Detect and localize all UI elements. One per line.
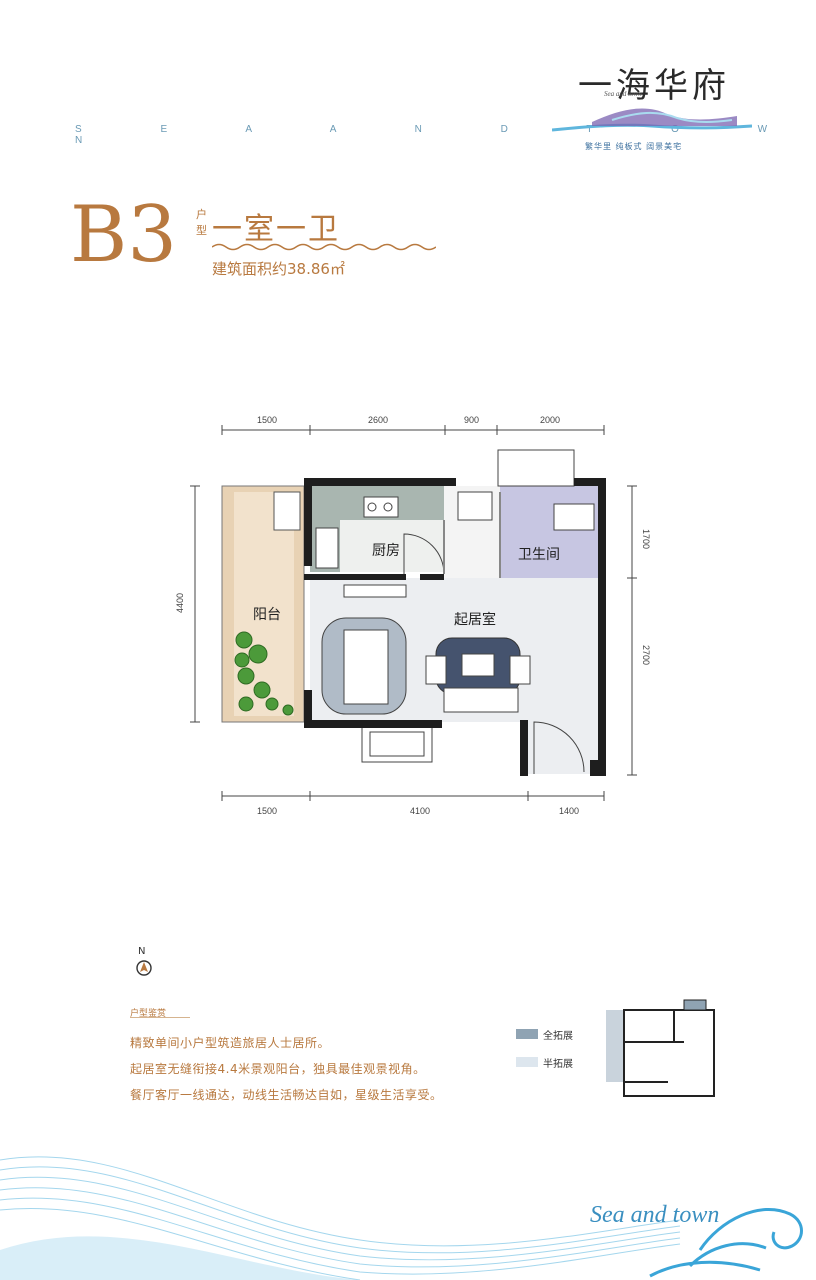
footer-wave: [0, 1156, 803, 1280]
room-label-bathroom: 卫生间: [518, 547, 560, 563]
dim-top-2: 2600: [368, 415, 389, 425]
north-label: N: [138, 946, 146, 957]
dim-right-1: 1700: [641, 528, 652, 550]
room-label-balcony: 阳台: [253, 607, 281, 623]
brand-logo-wave: [552, 108, 752, 132]
legend-label-half: 半拓展: [543, 1059, 573, 1070]
dim-bottom-3: 1400: [559, 806, 580, 816]
dim-top-4: 2000: [540, 415, 561, 425]
description-line-2: 起居室无缝衔接4.4米景观阳台，独具最佳观景视角。: [130, 1062, 426, 1076]
brand-logo-en: Sea and town: [604, 90, 642, 98]
dim-left-1: 4400: [175, 592, 186, 614]
dim-bottom-1: 1500: [257, 806, 278, 816]
brand-slogan: 繁华里 纯板式 阔景美宅: [585, 142, 683, 151]
room-label-kitchen: 厨房: [372, 543, 400, 559]
brand-logo-text: 一海华府: [578, 66, 730, 106]
description-title: 户型鉴赏: [130, 1009, 167, 1019]
compass-icon: [136, 960, 152, 976]
unit-name: 一室一卫: [212, 212, 340, 247]
unit-type-label: 户: [196, 208, 207, 221]
tagline: S E A A N D T O W N: [75, 124, 806, 146]
description-line-3: 餐厅客厅一线通达，动线生活畅达自如，星级生活享受。: [130, 1088, 443, 1102]
wavy-divider: [212, 243, 436, 251]
description-line-1: 精致单间小户型筑造旅居人士居所。: [130, 1036, 331, 1050]
legend-label-full: 全拓展: [543, 1031, 573, 1042]
unit-code: B3: [70, 190, 177, 280]
unit-type-label: 型: [196, 224, 207, 237]
dim-top-1: 1500: [257, 415, 278, 425]
legend-swatch-half: [516, 1057, 538, 1067]
dim-top-3: 900: [464, 415, 480, 425]
unit-area: 建筑面积约38.86㎡: [212, 260, 345, 278]
dim-right-2: 2700: [641, 644, 652, 666]
footer-script: Sea and town: [590, 1202, 720, 1228]
legend-swatch-full: [516, 1029, 538, 1039]
room-label-living: 起居室: [454, 612, 496, 628]
key-plan: [606, 999, 715, 1097]
dim-bottom-2: 4100: [410, 806, 431, 816]
description-underline: [130, 1017, 190, 1018]
